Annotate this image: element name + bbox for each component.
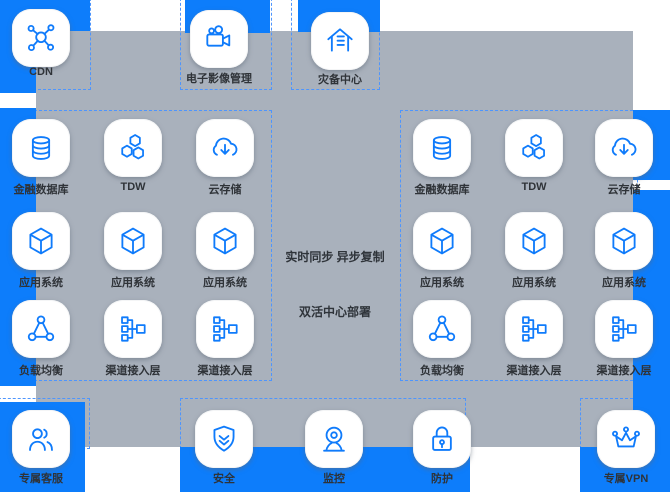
- cdn-zone-border: [0, 0, 91, 90]
- tile-left-app-2: [104, 212, 162, 270]
- tile-right-app-2: [505, 212, 563, 270]
- tile-label: 专属VPN: [603, 473, 649, 485]
- cube-icon: [24, 224, 58, 258]
- hierarchy-icon: [607, 312, 641, 346]
- tile-right-cloud-storage: [595, 119, 653, 177]
- database-icon: [425, 131, 459, 165]
- tile-label: 负载均衡: [420, 365, 464, 377]
- tile-label: 金融数据库: [13, 184, 69, 196]
- cube-icon: [425, 224, 459, 258]
- disaster-house-icon: [323, 24, 357, 58]
- disaster-zone-border: [291, 0, 380, 90]
- cloud-download-icon: [607, 131, 641, 165]
- shield-check-icon: [207, 422, 241, 456]
- hierarchy-icon: [116, 312, 150, 346]
- tile-label: 防护: [431, 473, 453, 485]
- tile-dedicated-vpn: [597, 410, 655, 468]
- tile-label-imaging: 电子影像管理: [186, 73, 252, 85]
- sync-annotation: 实时同步 异步复制: [285, 250, 385, 264]
- tile-cdn: [12, 9, 70, 67]
- users-icon: [24, 422, 58, 456]
- cloud-download-icon: [208, 131, 242, 165]
- tile-right-app-1: [413, 212, 471, 270]
- tile-right-channel-1: [505, 300, 563, 358]
- tile-monitoring: [305, 410, 363, 468]
- hierarchy-icon: [208, 312, 242, 346]
- hexagons-icon: [116, 131, 150, 165]
- tile-label: 负载均衡: [19, 365, 63, 377]
- tile-label: 应用系统: [19, 277, 63, 289]
- tile-protection: [413, 410, 471, 468]
- tile-security: [195, 410, 253, 468]
- tile-right-channel-2: [595, 300, 653, 358]
- tile-right-load-balancer: [413, 300, 471, 358]
- video-camera-icon: [202, 22, 236, 56]
- database-icon: [24, 131, 58, 165]
- tile-label: 渠道接入层: [197, 365, 253, 377]
- tile-label-disaster-center: 灾备中心: [318, 74, 362, 86]
- tile-imaging: [190, 10, 248, 68]
- tile-disaster-center: [311, 12, 369, 70]
- hexagons-icon: [517, 131, 551, 165]
- load-balancer-icon: [24, 312, 58, 346]
- deploy-annotation: 双活中心部署: [298, 305, 371, 319]
- crown-icon: [609, 422, 643, 456]
- tile-left-channel-1: [104, 300, 162, 358]
- tile-dedicated-support: [12, 410, 70, 468]
- tile-label: TDW: [521, 181, 547, 193]
- webcam-icon: [317, 422, 351, 456]
- padlock-icon: [425, 422, 459, 456]
- tile-right-app-3: [595, 212, 653, 270]
- cube-icon: [208, 224, 242, 258]
- tile-left-database: [12, 119, 70, 177]
- tile-right-tdw: [505, 119, 563, 177]
- cube-icon: [607, 224, 641, 258]
- tile-right-database: [413, 119, 471, 177]
- tile-label: 应用系统: [602, 277, 646, 289]
- tile-left-channel-2: [196, 300, 254, 358]
- tile-left-app-1: [12, 212, 70, 270]
- cube-icon: [116, 224, 150, 258]
- tile-label: 渠道接入层: [506, 365, 562, 377]
- tile-label: 金融数据库: [414, 184, 470, 196]
- tile-label: 应用系统: [512, 277, 556, 289]
- hierarchy-icon: [517, 312, 551, 346]
- tile-label: 应用系统: [111, 277, 155, 289]
- cdn-network-icon: [24, 21, 58, 55]
- tile-label: 渠道接入层: [596, 365, 652, 377]
- tile-left-load-balancer: [12, 300, 70, 358]
- tile-left-app-3: [196, 212, 254, 270]
- tile-label: 云存储: [208, 184, 242, 196]
- tile-left-tdw: [104, 119, 162, 177]
- tile-label-cdn: CDN: [29, 66, 53, 78]
- load-balancer-icon: [425, 312, 459, 346]
- tile-label: 渠道接入层: [105, 365, 161, 377]
- tile-label: 专属客服: [19, 473, 63, 485]
- tile-label: 安全: [213, 473, 235, 485]
- tile-label: 应用系统: [203, 277, 247, 289]
- tile-left-cloud-storage: [196, 119, 254, 177]
- tile-label: 云存储: [607, 184, 641, 196]
- tile-label: 应用系统: [420, 277, 464, 289]
- imaging-zone-border: [180, 0, 272, 90]
- cube-icon: [517, 224, 551, 258]
- tile-label: TDW: [120, 181, 146, 193]
- tile-label: 监控: [323, 473, 345, 485]
